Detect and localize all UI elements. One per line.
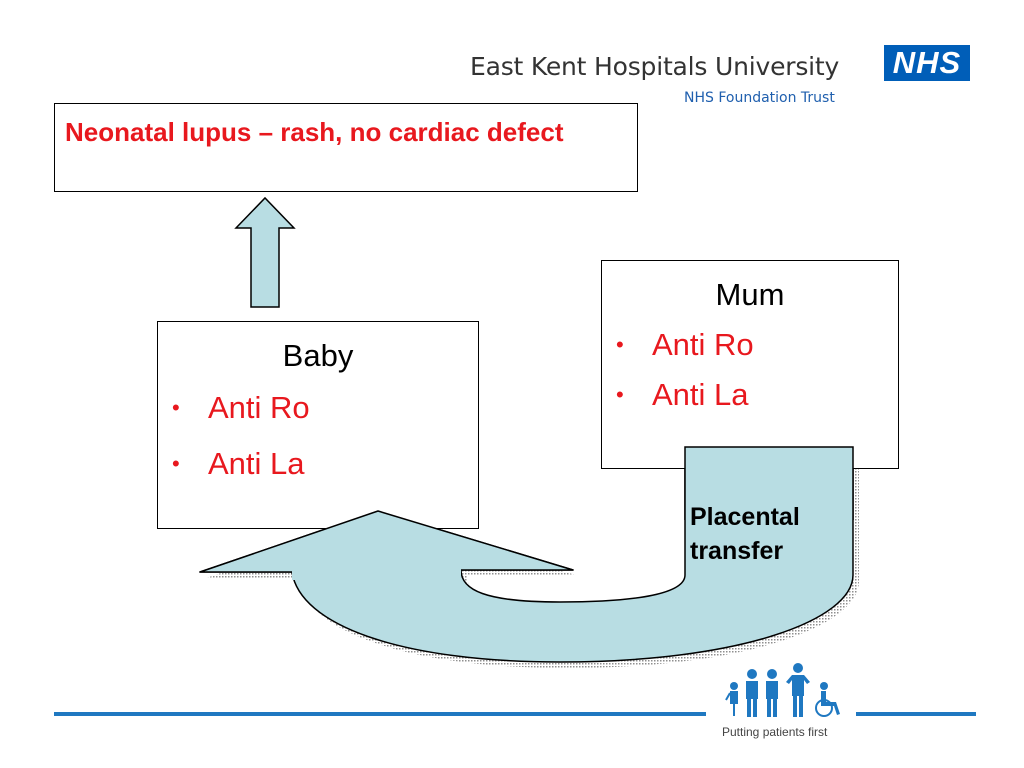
placental-transfer-label: Placental transfer <box>690 500 850 568</box>
nhs-logo: NHS <box>884 45 970 81</box>
baby-heading: Baby <box>282 338 354 373</box>
baby-antibody-list: • Anti Ro • Anti La <box>158 390 478 482</box>
footer-rule-left <box>54 712 706 716</box>
outcome-box: Neonatal lupus – rash, no cardiac defect <box>54 103 638 192</box>
antibody-label: Anti Ro <box>208 390 310 425</box>
outcome-text: Neonatal lupus – rash, no cardiac defect <box>65 117 564 147</box>
list-item: • Anti Ro <box>172 390 478 426</box>
organization-subtitle: NHS Foundation Trust <box>684 90 835 106</box>
bullet-icon: • <box>172 451 180 476</box>
transfer-label-line2: transfer <box>690 537 784 565</box>
list-item: • Anti Ro <box>616 327 898 363</box>
patients-group-icon <box>725 663 840 717</box>
transfer-label-line1: Placental <box>690 503 800 531</box>
bullet-icon: • <box>616 382 624 407</box>
organization-name: East Kent Hospitals University <box>470 52 840 81</box>
list-item: • Anti La <box>616 377 898 413</box>
antibody-label: Anti La <box>652 377 749 412</box>
mum-box: Mum • Anti Ro • Anti La <box>601 260 899 469</box>
antibody-label: Anti Ro <box>652 327 754 362</box>
antibody-label: Anti La <box>208 446 305 481</box>
list-item: • Anti La <box>172 446 478 482</box>
footer-rule-right <box>856 712 976 716</box>
mum-heading: Mum <box>715 277 785 312</box>
mum-antibody-list: • Anti Ro • Anti La <box>602 327 898 413</box>
bullet-icon: • <box>172 395 180 420</box>
up-arrow <box>234 196 296 308</box>
bullet-icon: • <box>616 332 624 357</box>
footer-tagline: Putting patients first <box>722 725 828 739</box>
baby-box: Baby • Anti Ro • Anti La <box>157 321 479 529</box>
